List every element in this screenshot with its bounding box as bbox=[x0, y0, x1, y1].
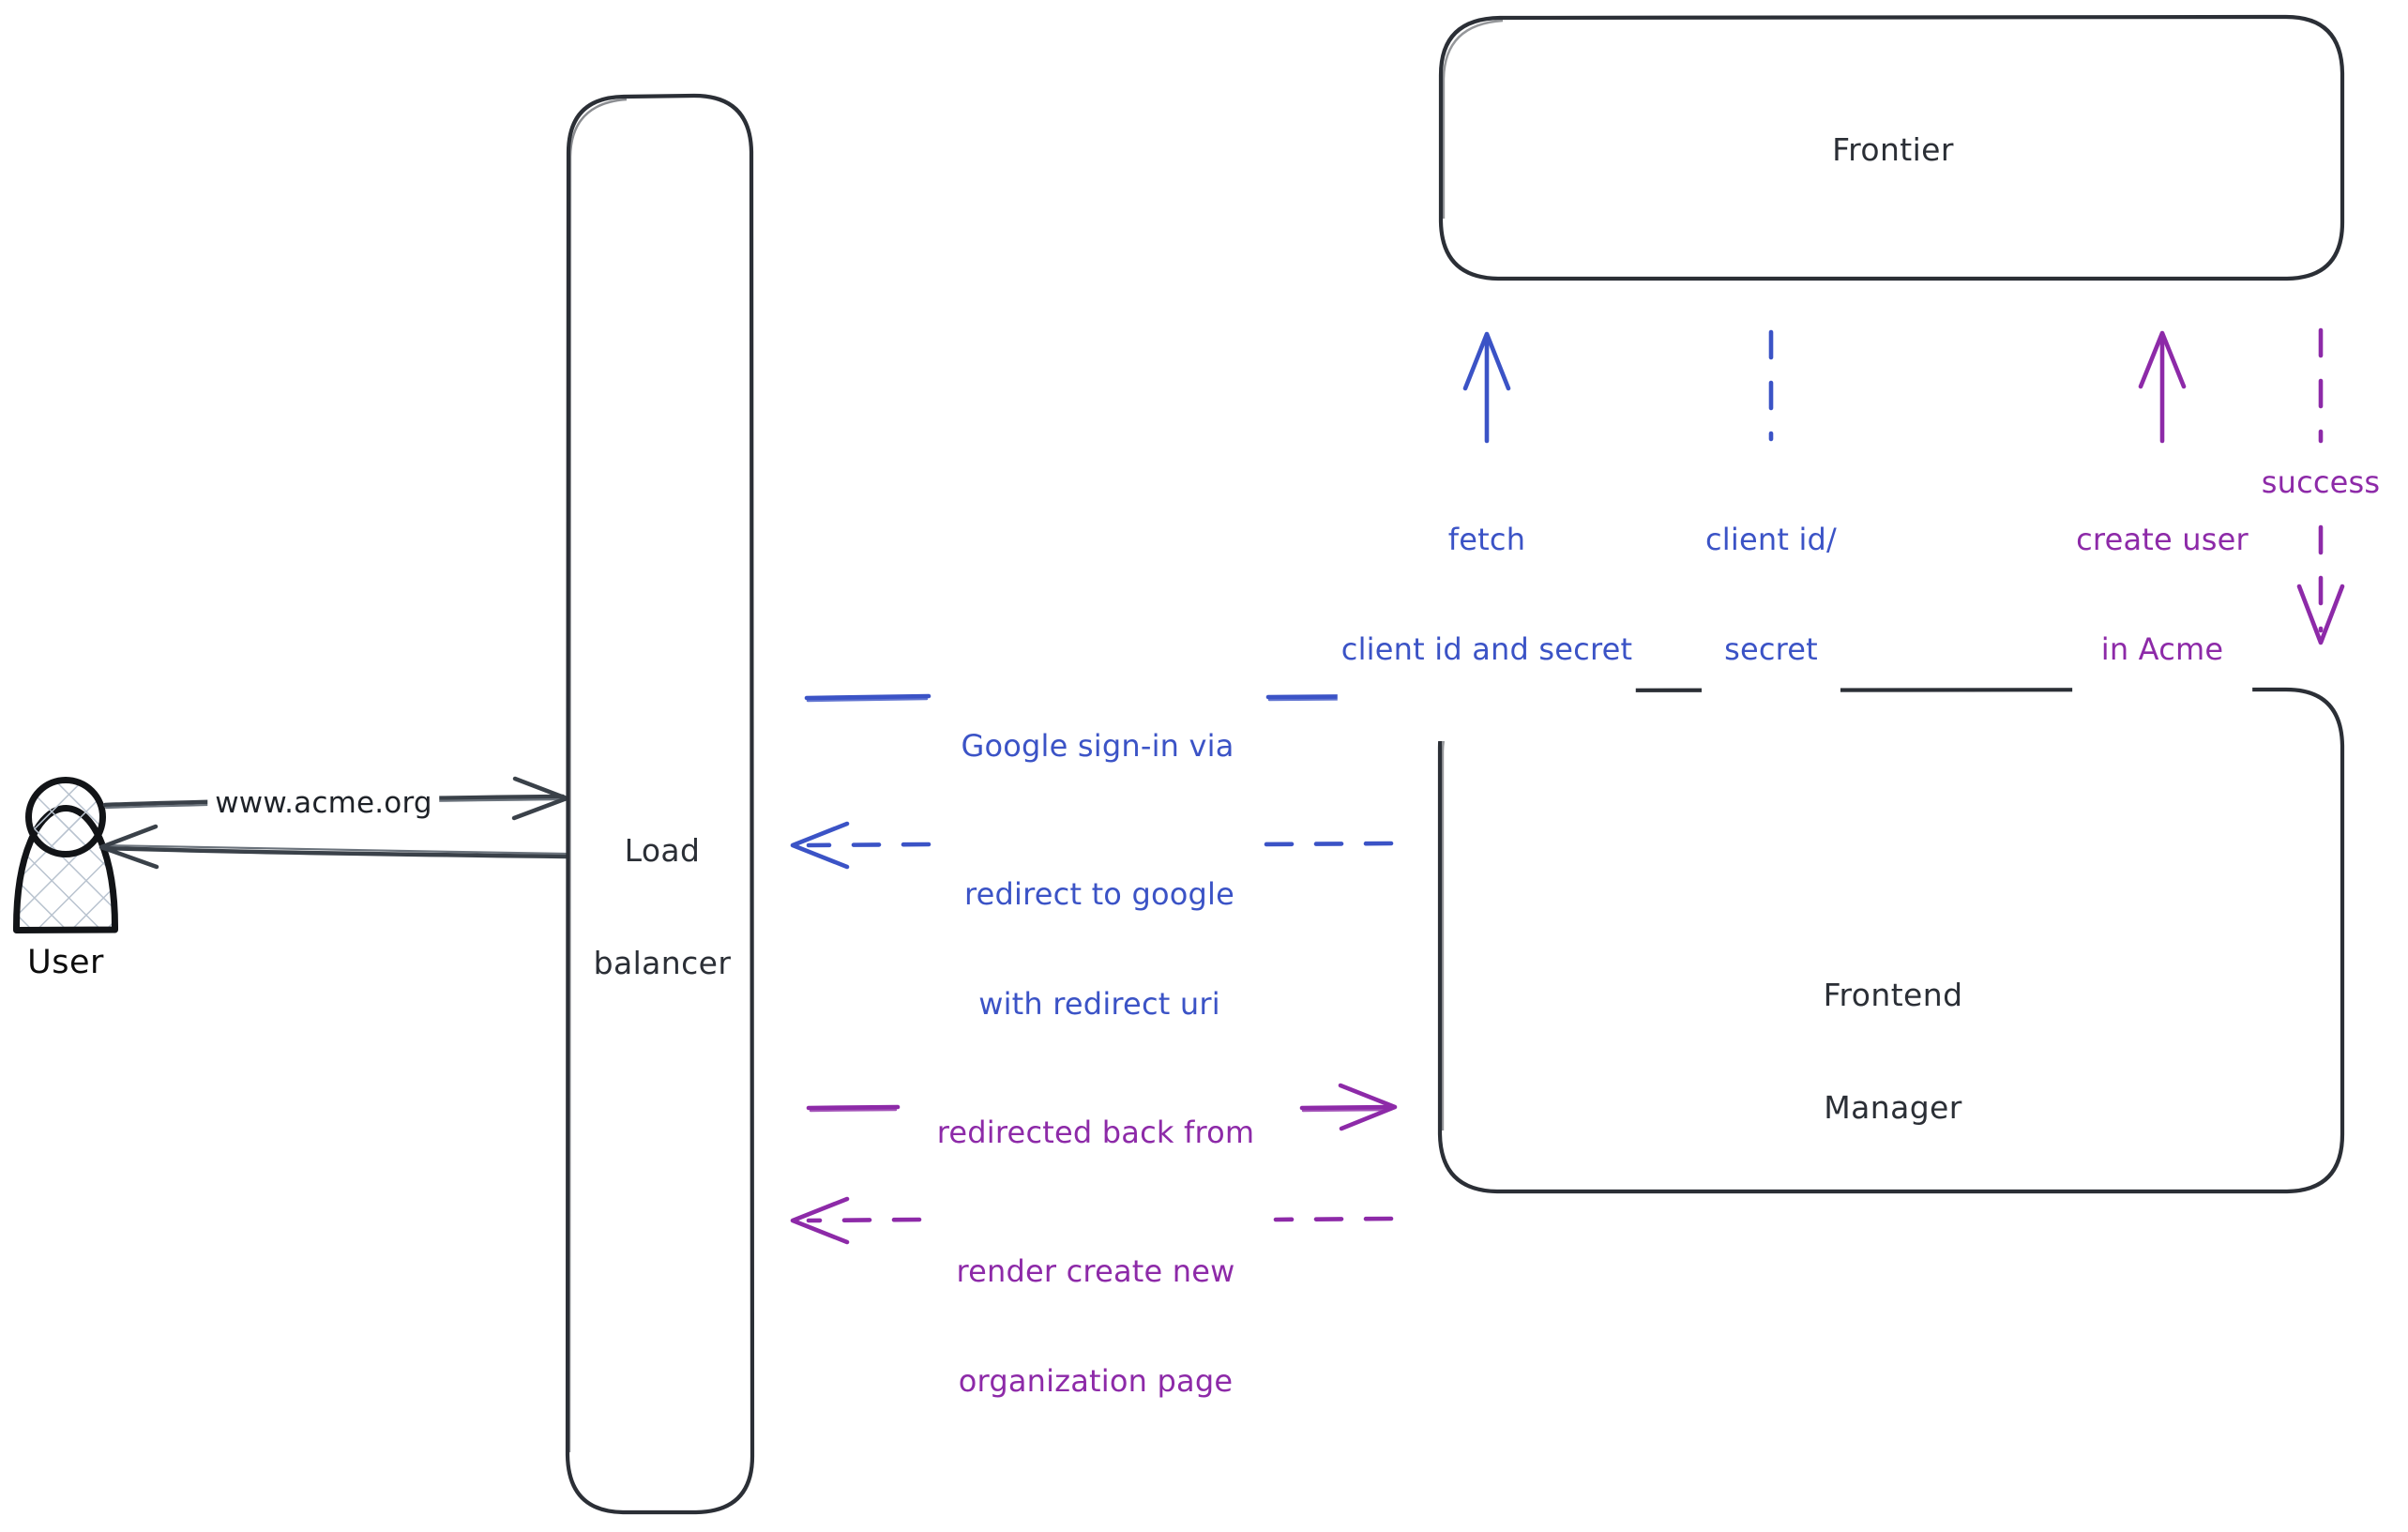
edge-signin-oauth2 bbox=[804, 672, 1398, 720]
edge-fetch-client-credentials bbox=[1462, 331, 1511, 643]
edge-redirect-to-google bbox=[790, 821, 1394, 870]
node-frontend-manager[interactable] bbox=[1437, 687, 2345, 1194]
edge-create-user-in-acme bbox=[2138, 330, 2187, 644]
node-load-balancer[interactable] bbox=[565, 93, 755, 1515]
edge-client-id-secret bbox=[1747, 329, 1795, 643]
person-icon bbox=[12, 777, 119, 933]
edge-success bbox=[2296, 327, 2345, 645]
edge-render-create-org bbox=[790, 1196, 1394, 1245]
node-frontier[interactable] bbox=[1438, 14, 2345, 281]
edge-user-to-loadbalancer bbox=[102, 776, 569, 821]
edge-loadbalancer-to-user bbox=[98, 824, 569, 870]
edge-redirected-back-token bbox=[806, 1083, 1398, 1131]
